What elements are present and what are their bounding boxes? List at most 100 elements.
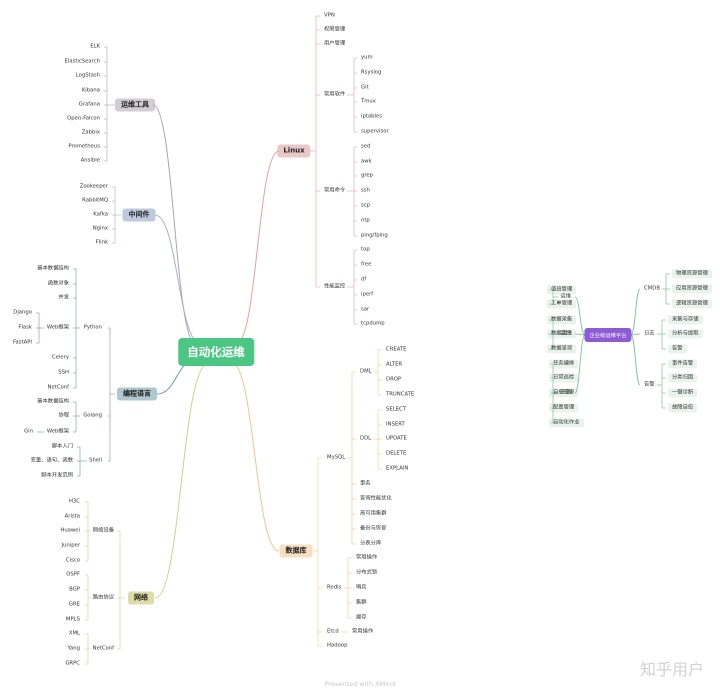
mysql-topic[interactable]: 查询性能优化 [358, 495, 394, 503]
linux-software-item[interactable]: Tmux [359, 98, 378, 106]
branch-linux[interactable]: Linux [277, 144, 311, 158]
network-devices[interactable]: 网络设备 [90, 527, 116, 535]
golang-web-item[interactable]: Gin [22, 428, 35, 436]
platform-ops[interactable]: 运维 [558, 293, 573, 301]
linux-software-item[interactable]: yum [359, 54, 375, 62]
platform-root-topic[interactable]: 企业级运维平台 [584, 328, 632, 342]
platform-monitor[interactable]: 监控 [558, 330, 573, 338]
middleware-item[interactable]: Flink [93, 239, 110, 247]
linux-software-item[interactable]: Rsyslog [359, 69, 384, 77]
linux-monitoring-item[interactable]: df [359, 276, 369, 284]
linux-topic[interactable]: VPN [322, 12, 337, 20]
linux-topic[interactable]: 权限管理 [322, 26, 348, 34]
python-topic[interactable]: SSH [56, 369, 71, 377]
db-redis[interactable]: Redis [325, 584, 344, 592]
lang-shell[interactable]: Shell [87, 457, 104, 465]
linux-command-item[interactable]: awk [359, 158, 374, 166]
tool-item[interactable]: Ansible [78, 157, 102, 165]
branch-ops-tools[interactable]: 运维工具 [115, 98, 155, 112]
tool-item[interactable]: Kibana [79, 87, 102, 95]
redis-topic[interactable]: 哨兵 [354, 584, 369, 592]
mysql-dml[interactable]: DML [358, 368, 374, 376]
tool-item[interactable]: Prometheus [66, 143, 102, 151]
ddl-item[interactable]: EXPLAIN [384, 465, 411, 473]
platform-log-item[interactable]: 分析与提取 [668, 329, 703, 339]
tool-item[interactable]: ElasticSearch [62, 58, 102, 66]
platform-change-item[interactable]: 自愈变更 [549, 388, 579, 398]
platform-monitor-item[interactable]: 数据呈现 [547, 344, 577, 354]
linux-software-item[interactable]: Git [359, 84, 371, 92]
linux-monitoring[interactable]: 性能监控 [322, 283, 348, 291]
platform-cmdb-item[interactable]: 逻辑资源管理 [672, 299, 712, 309]
linux-command-item[interactable]: ping/fping [359, 232, 390, 240]
linux-software-item[interactable]: iptables [359, 113, 385, 121]
network-device-item[interactable]: Juniper [59, 542, 82, 550]
network-device-item[interactable]: Arista [62, 513, 82, 521]
golang-web-framework[interactable]: Web框架 [44, 428, 71, 436]
linux-topic[interactable]: 用户管理 [322, 40, 348, 48]
linux-monitoring-item[interactable]: top [359, 246, 372, 254]
platform-monitor-item[interactable]: 数据采集 [547, 315, 577, 325]
netconf-item[interactable]: XML [66, 630, 82, 638]
linux-command-item[interactable]: scp [359, 202, 373, 210]
platform-log-item[interactable]: 采集与存储 [668, 315, 703, 325]
python-topic[interactable]: 基本数据结构 [35, 265, 71, 273]
platform-change-item[interactable]: 任务编排 [549, 359, 579, 369]
platform-alert-item[interactable]: 分类归因 [668, 373, 698, 383]
routing-protocol-item[interactable]: OSPF [64, 571, 82, 579]
python-web-item[interactable]: FastAPI [10, 339, 34, 347]
python-web-item[interactable]: Django [11, 309, 34, 317]
tool-item[interactable]: ELK [88, 43, 102, 51]
branch-middleware[interactable]: 中间件 [122, 208, 156, 222]
network-device-item[interactable]: Huawei [58, 527, 82, 535]
middleware-item[interactable]: RabbitMQ [80, 197, 110, 205]
redis-topic[interactable]: 常用操作 [354, 554, 380, 562]
etcd-topic[interactable]: 常用操作 [350, 628, 376, 636]
platform-change-item[interactable]: 日常巡检 [549, 373, 579, 383]
platform-change-item[interactable]: 自动化作业 [549, 418, 584, 428]
center-topic[interactable]: 自动化运维 [178, 338, 254, 366]
linux-monitoring-item[interactable]: iperf [359, 291, 376, 299]
platform-cmdb-item[interactable]: 应用资源管理 [672, 284, 712, 294]
shell-topic[interactable]: 脚本开发范例 [39, 472, 75, 480]
platform-log-item[interactable]: 告警 [668, 344, 687, 354]
python-topic[interactable]: Celery [49, 354, 71, 362]
ddl-item[interactable]: DELETE [384, 450, 409, 458]
dml-item[interactable]: DROP [384, 376, 404, 384]
lang-python[interactable]: Python [81, 324, 104, 332]
tool-item[interactable]: Grafana [76, 101, 102, 109]
mysql-ddl[interactable]: DDL [358, 435, 374, 443]
platform-alert[interactable]: 告警 [642, 381, 657, 389]
middleware-item[interactable]: Nginx [90, 225, 110, 233]
platform-change[interactable]: 变更 [558, 389, 573, 397]
mysql-topic[interactable]: 备份与恢复 [358, 525, 389, 533]
db-mysql[interactable]: MySQL [325, 454, 348, 462]
golang-topic[interactable]: 基本数据结构 [35, 398, 71, 406]
platform-log[interactable]: 日志 [642, 330, 657, 338]
tool-item[interactable]: LogStash [73, 72, 102, 80]
redis-topic[interactable]: 缓存 [354, 614, 369, 622]
linux-command-item[interactable]: grep [359, 172, 376, 180]
linux-monitoring-item[interactable]: sar [359, 306, 372, 314]
redis-topic[interactable]: 分布式锁 [354, 569, 380, 577]
dml-item[interactable]: TRUNCATE [384, 391, 417, 399]
routing-protocol-item[interactable]: BGP [67, 586, 82, 594]
netconf-item[interactable]: Yang [65, 645, 82, 653]
lang-golang[interactable]: Golang [81, 412, 104, 420]
mysql-topic[interactable]: 事务 [358, 480, 373, 488]
linux-command-item[interactable]: ntp [359, 217, 372, 225]
platform-ops-item[interactable]: 值班管理 [547, 285, 577, 295]
ddl-item[interactable]: UPDATE [384, 435, 409, 443]
python-web-item[interactable]: Flask [16, 324, 34, 332]
tool-item[interactable]: Zabbix [79, 129, 102, 137]
branch-network[interactable]: 网络 [128, 591, 154, 605]
routing-protocol-item[interactable]: MPLS [63, 616, 82, 624]
branch-languages[interactable]: 编程语言 [117, 387, 157, 401]
middleware-item[interactable]: Kafka [91, 211, 110, 219]
shell-topic[interactable]: 脚本入门 [49, 443, 75, 451]
linux-software-item[interactable]: supervisor [359, 128, 391, 136]
platform-cmdb[interactable]: CMDB [642, 285, 662, 293]
middleware-item[interactable]: Zookeeper [77, 183, 110, 191]
network-routing[interactable]: 路由协议 [90, 594, 116, 602]
platform-monitor-item[interactable]: 数据清洗 [547, 329, 577, 339]
